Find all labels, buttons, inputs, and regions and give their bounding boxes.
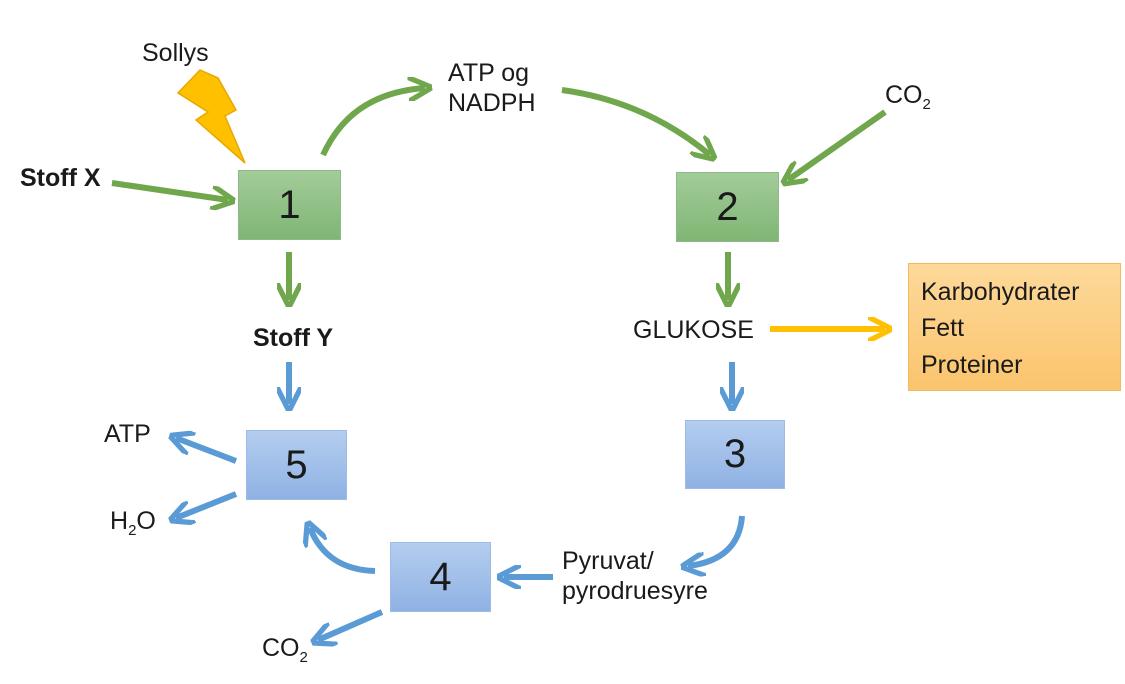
pyruvat-label: Pyruvat/ pyrodruesyre — [562, 546, 708, 606]
arrow-stoff-x-to-1 — [111, 180, 228, 200]
products-box: Karbohydrater Fett Proteiner — [908, 263, 1121, 391]
atp-nadph-line1: ATP og — [448, 59, 530, 87]
sollys-label: Sollys — [142, 39, 209, 67]
product-item: Proteiner — [921, 350, 1023, 379]
arrow-5-to-h2o — [176, 491, 238, 518]
co2-top-main: CO — [885, 81, 923, 109]
atp-nadph-line2: NADPH — [448, 89, 536, 117]
co2-bottom-main: CO — [262, 634, 300, 662]
h2o-o: O — [136, 507, 156, 535]
product-item: Fett — [921, 314, 965, 343]
box-4: 4 — [390, 542, 491, 612]
co2-top-sub: 2 — [922, 96, 931, 113]
stoff-x-label: Stoff X — [20, 164, 101, 192]
product-item: Karbohydrater — [921, 278, 1080, 306]
atp-nadph-label: ATP og NADPH — [448, 58, 536, 118]
arrow-4-to-5 — [310, 528, 376, 574]
arrow-4-to-co2 — [318, 609, 384, 640]
arrow-3-to-pyruvat — [688, 515, 745, 566]
arrow-5-to-atp — [176, 438, 238, 464]
h2o-label: H2O — [110, 506, 156, 540]
h2o-sub: 2 — [128, 522, 137, 539]
pyruvat-line2: pyrodruesyre — [562, 577, 708, 605]
atp-out-label: ATP — [104, 420, 151, 448]
lightning-icon — [176, 69, 246, 164]
co2-bottom-sub: 2 — [299, 649, 308, 666]
co2-bottom-label: CO2 — [262, 633, 308, 667]
glukose-label: GLUKOSE — [633, 316, 754, 344]
box-3: 3 — [685, 420, 785, 489]
co2-top-label: CO2 — [885, 80, 931, 114]
pyruvat-line1: Pyruvat/ — [562, 547, 654, 575]
arrow-1-to-atp-nadph — [320, 88, 425, 157]
arrow-atp-nadph-to-2 — [561, 87, 710, 155]
box-5: 5 — [246, 430, 347, 500]
h2o-h: H — [110, 507, 129, 535]
stoff-y-label: Stoff Y — [253, 324, 334, 352]
box-1: 1 — [238, 170, 341, 240]
box-2: 2 — [676, 172, 779, 242]
arrow-co2-to-2 — [788, 109, 887, 180]
